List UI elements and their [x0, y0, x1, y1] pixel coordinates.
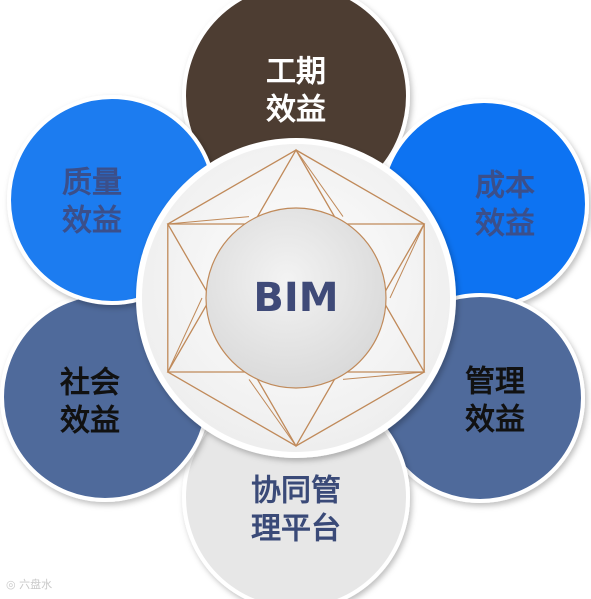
watermark: ◎ 六盘水 [6, 576, 52, 592]
petal-label-cost-1: 成本 [475, 169, 535, 204]
hub-connector-line [295, 149, 344, 217]
hub-connector-line [389, 223, 425, 299]
hub-core-circle [205, 207, 387, 389]
center-label: BIM [253, 275, 338, 321]
hub-connector-line [167, 216, 250, 225]
petal-label-management-2: 效益 [465, 403, 525, 438]
petal-label-schedule-2: 效益 [266, 93, 326, 128]
petal-label-platform-2: 理平台 [251, 512, 341, 547]
hub-connector-line [248, 379, 297, 447]
petal-label-social-1: 社会 [60, 366, 120, 401]
petal-label-schedule-1: 工期 [266, 55, 326, 90]
watermark-icon: ◎ [6, 578, 20, 591]
petal-label-cost-2: 效益 [475, 207, 535, 242]
petal-label-social-2: 效益 [60, 404, 120, 439]
petal-label-quality-2: 效益 [62, 204, 122, 239]
watermark-text: 六盘水 [19, 578, 53, 591]
hub-connector-line [342, 371, 425, 380]
hub-layer: BIM [136, 138, 456, 458]
hub-connector-line [167, 297, 203, 373]
petal-label-management-1: 管理 [465, 365, 525, 400]
petal-label-platform-1: 协同管 [251, 474, 341, 509]
petal-label-quality-1: 质量 [62, 166, 122, 201]
